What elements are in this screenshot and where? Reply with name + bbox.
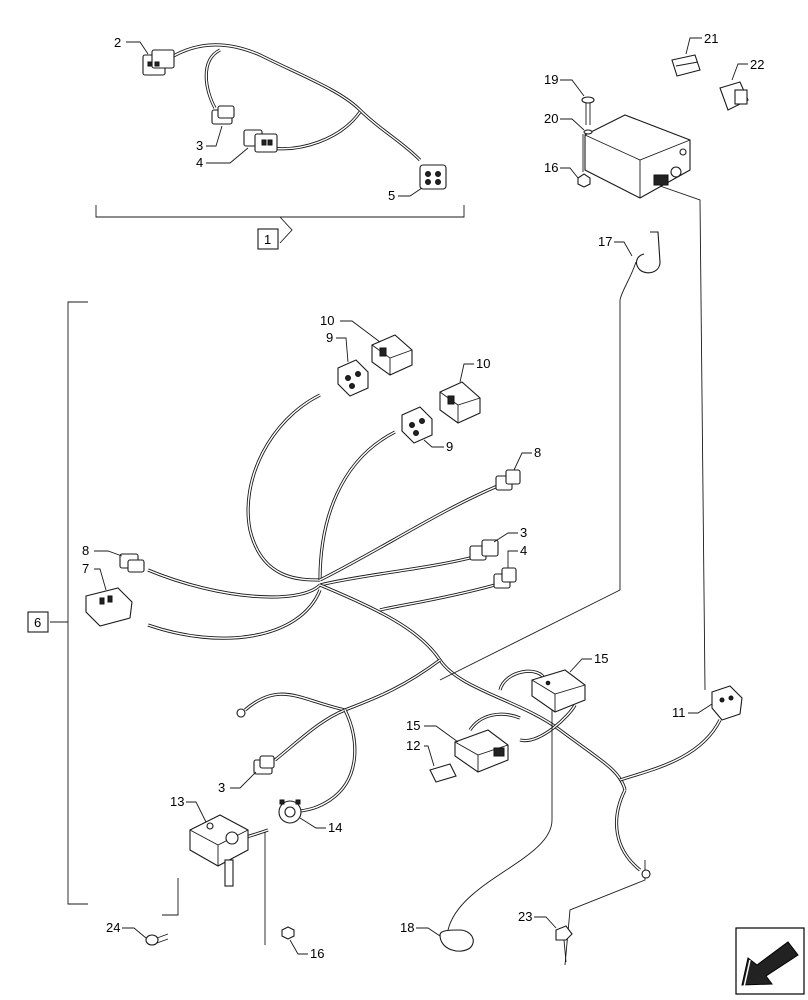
callouts-top: 2 3 4 5 1 [114, 35, 423, 250]
callouts-right-top: 21 22 19 20 16 17 [544, 31, 764, 257]
fuse-holder-15-lower [454, 729, 509, 773]
callout-2: 2 [114, 35, 121, 50]
callout-6-box [27, 611, 49, 633]
connector-3-bottom [253, 755, 275, 775]
callout-18: 18 [400, 920, 414, 935]
connector-3-right [469, 539, 499, 561]
screw-24 [145, 933, 169, 946]
arrow-navigation-icon[interactable] [735, 927, 805, 995]
callout-16-top: 16 [544, 160, 558, 175]
connector-7 [85, 587, 133, 627]
harness-wires [147, 393, 722, 872]
callout-4-right: 4 [520, 543, 527, 558]
callout-3-bottom: 3 [218, 780, 225, 795]
callout-9-upper: 9 [326, 330, 333, 345]
connector-4-top [243, 129, 278, 153]
callout-9-lower: 9 [446, 439, 453, 454]
callout-22: 22 [750, 57, 764, 72]
callouts-main: 10 9 10 9 8 3 4 8 7 15 15 12 3 13 14 11 … [82, 313, 713, 961]
callout-24: 24 [106, 920, 120, 935]
connector-4-right [493, 567, 517, 589]
callout-12: 12 [406, 738, 420, 753]
callout-8-left: 8 [82, 543, 89, 558]
connector-11 [711, 685, 743, 721]
callout-3-right: 3 [520, 525, 527, 540]
ring-terminal-right [641, 869, 651, 879]
callout-4-top: 4 [196, 155, 203, 170]
sub-harness-1 [95, 43, 465, 244]
connector-21 [671, 54, 701, 77]
main-harness-6: 6 [27, 185, 743, 966]
callout-21: 21 [704, 31, 718, 46]
switch-13 [189, 814, 249, 887]
callout-1-box [257, 228, 279, 250]
callout-20: 20 [544, 111, 558, 126]
callout-7: 7 [82, 561, 89, 576]
callout-15-lower: 15 [406, 718, 420, 733]
connector-3-top [211, 105, 235, 125]
nut-16-bottom [281, 926, 295, 940]
callout-10-upper: 10 [320, 313, 334, 328]
callout-1: 1 [264, 232, 271, 247]
fuse-12 [429, 763, 457, 783]
connector-2 [142, 49, 175, 76]
callout-14: 14 [328, 820, 342, 835]
connector-5 [419, 164, 447, 190]
callout-8-right: 8 [534, 445, 541, 460]
cable-tie-18 [439, 929, 474, 952]
relay-10-lower [439, 381, 481, 424]
connector-8-right [495, 469, 521, 491]
callout-15-upper: 15 [594, 651, 608, 666]
callout-11: 11 [672, 705, 686, 720]
connector-22 [719, 81, 749, 111]
control-box [577, 96, 691, 199]
connector-8-left [119, 553, 145, 573]
callout-3-top: 3 [196, 138, 203, 153]
callout-13: 13 [170, 794, 184, 809]
callout-6: 6 [34, 615, 41, 630]
callout-19: 19 [544, 72, 558, 87]
callout-23: 23 [518, 909, 532, 924]
relay-socket-9-upper [337, 359, 369, 397]
connector-14 [278, 799, 302, 824]
fuse-holder-15-upper [531, 669, 586, 713]
relay-socket-9-lower [401, 406, 433, 444]
ring-terminal-left [236, 708, 246, 718]
callout-16-bottom: 16 [310, 946, 324, 961]
clip-17 [619, 231, 661, 301]
relay-10-upper [371, 334, 413, 376]
callout-10-lower: 10 [476, 356, 490, 371]
callout-17: 17 [598, 234, 612, 249]
callout-5: 5 [388, 188, 395, 203]
bolt-23 [555, 925, 573, 963]
